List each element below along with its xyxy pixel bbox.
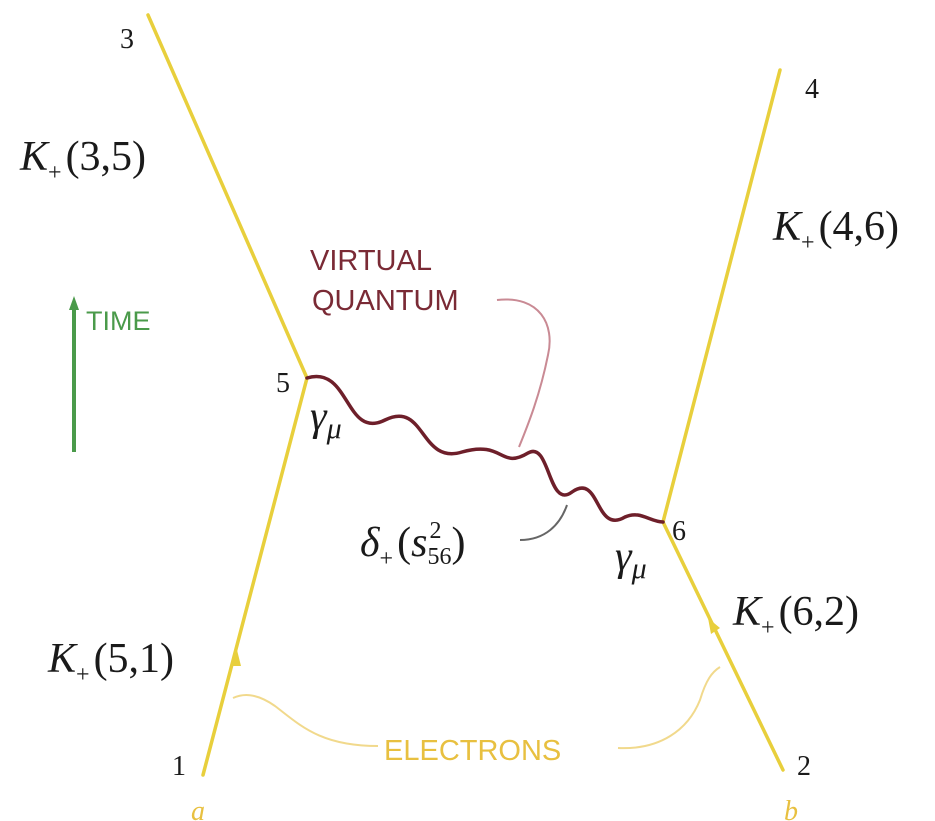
endpoint-label-a: a bbox=[191, 796, 205, 821]
time-arrow-icon bbox=[69, 296, 79, 310]
electron-line-6-4 bbox=[661, 68, 782, 524]
propagator-k62: K+(6,2) bbox=[732, 589, 859, 641]
electron-arrow-left-icon bbox=[231, 650, 241, 666]
gamma-mu-vertex-6: γμ bbox=[615, 534, 647, 585]
gamma-mu-vertex-5: γμ bbox=[310, 394, 342, 445]
vertex-label-2: 2 bbox=[797, 751, 811, 782]
propagator-k35: K+(3,5) bbox=[19, 134, 146, 186]
electron-line-1-5 bbox=[201, 376, 309, 777]
vertex-label-3: 3 bbox=[120, 24, 134, 55]
vertex-label-5: 5 bbox=[276, 368, 290, 399]
virtual-photon-line bbox=[305, 374, 665, 524]
endpoint-label-b: b bbox=[784, 796, 798, 821]
electrons-pointer-left bbox=[232, 694, 379, 747]
virtual-quantum-label-line1: VIRTUAL bbox=[310, 245, 432, 277]
virtual-quantum-label-line2: QUANTUM bbox=[312, 285, 459, 317]
electron-arrow-right-icon bbox=[708, 618, 720, 634]
vertex-label-4: 4 bbox=[805, 74, 819, 105]
time-label: TIME bbox=[86, 306, 151, 336]
electron-line-2-6 bbox=[661, 520, 785, 772]
electrons-pointer-right bbox=[617, 666, 721, 750]
vertex-label-6: 6 bbox=[672, 516, 686, 547]
virtual-quantum-pointer bbox=[496, 298, 551, 448]
vertex-label-1: 1 bbox=[172, 751, 186, 782]
propagator-k46: K+(4,6) bbox=[772, 204, 899, 256]
electrons-label: ELECTRONS bbox=[384, 735, 561, 767]
propagator-k51: K+(5,1) bbox=[47, 636, 174, 688]
electron-lines bbox=[146, 13, 785, 777]
electron-line-5-3 bbox=[146, 13, 309, 380]
delta-pointer bbox=[519, 504, 568, 541]
time-axis: TIME bbox=[69, 296, 151, 452]
